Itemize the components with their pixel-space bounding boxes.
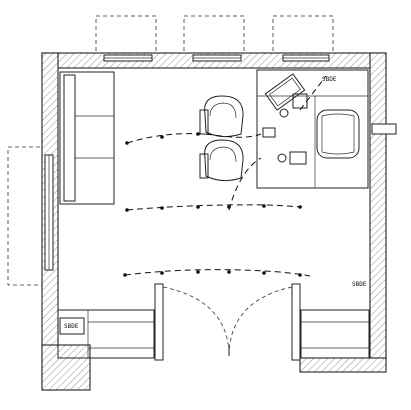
desk: SBDE	[256, 69, 369, 189]
desk-top	[256, 69, 369, 189]
outdoor-units	[95, 15, 334, 55]
lamp-2	[277, 153, 287, 163]
wall-bottom-right	[299, 357, 387, 373]
pad	[262, 127, 276, 138]
chair-3	[316, 109, 360, 159]
sofa-frame	[59, 71, 115, 205]
cabinet-right	[300, 309, 370, 359]
outdoor-unit-1	[95, 15, 157, 55]
walls	[41, 52, 387, 391]
windows-top	[103, 54, 330, 62]
wall-right	[369, 52, 387, 362]
chair-1	[199, 95, 244, 138]
double-door	[154, 283, 301, 361]
wall-bottom-left	[41, 344, 91, 391]
sofa-back	[63, 74, 76, 202]
lamp-1	[279, 108, 289, 118]
pipe-right	[371, 123, 397, 135]
right-wall-label: SBDE	[352, 281, 367, 288]
sofa	[59, 71, 115, 205]
keyboard	[264, 73, 306, 111]
cabinet-label: SBDE	[64, 323, 79, 330]
outdoor-unit-2	[183, 15, 245, 55]
chair-2	[199, 139, 244, 182]
cabinet-left: SBDE	[57, 309, 155, 359]
wiring	[123, 75, 327, 277]
outdoor-unit-left	[7, 146, 46, 286]
window-left	[44, 154, 54, 271]
device	[289, 151, 307, 165]
outdoor-unit-3	[272, 15, 334, 55]
desk-label: SBDE	[322, 76, 337, 83]
